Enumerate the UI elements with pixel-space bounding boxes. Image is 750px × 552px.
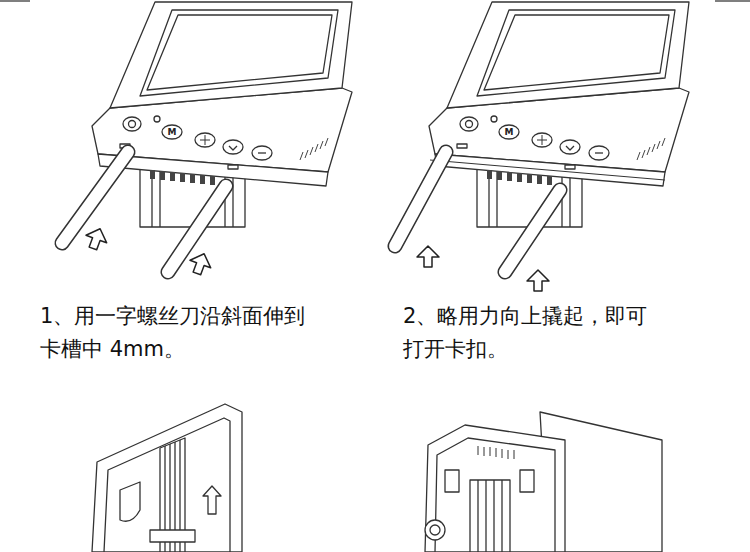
step-caption: 1、用一字螺丝刀沿斜面伸到 卡槽中 4mm。 bbox=[40, 300, 315, 366]
button-letter: M bbox=[505, 127, 514, 137]
button-letter: M bbox=[168, 127, 177, 137]
step-caption: 2、略用力向上撬起，即可 打开卡扣。 bbox=[403, 300, 658, 366]
